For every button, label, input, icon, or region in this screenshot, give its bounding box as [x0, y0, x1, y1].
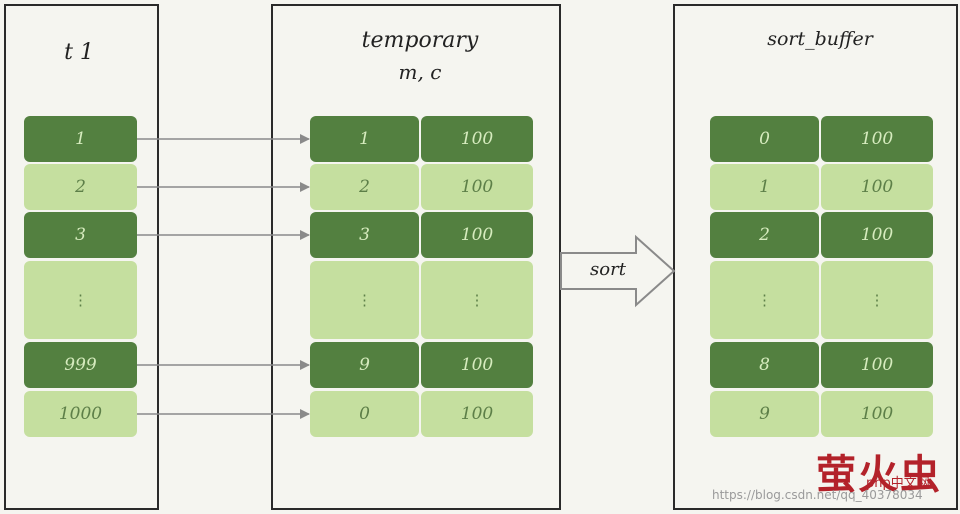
sort-arrow-label: sort: [590, 259, 626, 280]
temporary-c-cell: 100: [421, 212, 533, 258]
sort-buffer-m-cell: 9: [710, 391, 819, 437]
sort-buffer-c-cell: 100: [821, 391, 933, 437]
temporary-c-cell: 100: [421, 116, 533, 162]
sort-buffer-m-cell: 1: [710, 164, 819, 210]
t1-row-cell: 1000: [24, 391, 137, 437]
t1-row-cell: 3: [24, 212, 137, 258]
temporary-title: temporary: [361, 28, 479, 53]
sort-buffer-c-cell: 100: [821, 212, 933, 258]
t1-row-cell: ⋮: [24, 261, 137, 339]
temporary-m-cell: 1: [310, 116, 419, 162]
sort-buffer-m-cell: 0: [710, 116, 819, 162]
temporary-m-cell: 9: [310, 342, 419, 388]
temporary-m-cell: 2: [310, 164, 419, 210]
sort-buffer-m-cell: ⋮: [710, 261, 819, 339]
watermark-logo: 萤火虫: [816, 452, 942, 498]
sort-buffer-c-cell: 100: [821, 164, 933, 210]
temporary-columns-label: m, c: [398, 60, 442, 84]
temporary-m-cell: 3: [310, 212, 419, 258]
temporary-c-cell: ⋮: [421, 261, 533, 339]
temporary-c-cell: 100: [421, 391, 533, 437]
watermark-site: php中文网: [866, 476, 930, 491]
temporary-m-cell: 0: [310, 391, 419, 437]
sort-buffer-m-cell: 2: [710, 212, 819, 258]
sort-buffer-c-cell: 100: [821, 116, 933, 162]
sort-buffer-c-cell: ⋮: [821, 261, 933, 339]
sort-buffer-m-cell: 8: [710, 342, 819, 388]
temporary-m-cell: ⋮: [310, 261, 419, 339]
watermark-url: https://blog.csdn.net/qq_40378034: [712, 488, 923, 502]
temporary-c-cell: 100: [421, 342, 533, 388]
sort-buffer-c-cell: 100: [821, 342, 933, 388]
temporary-c-cell: 100: [421, 164, 533, 210]
t1-row-cell: 1: [24, 116, 137, 162]
t1-title: t 1: [64, 40, 94, 65]
t1-row-cell: 999: [24, 342, 137, 388]
t1-row-cell: 2: [24, 164, 137, 210]
sort-buffer-title: sort_buffer: [767, 28, 873, 50]
